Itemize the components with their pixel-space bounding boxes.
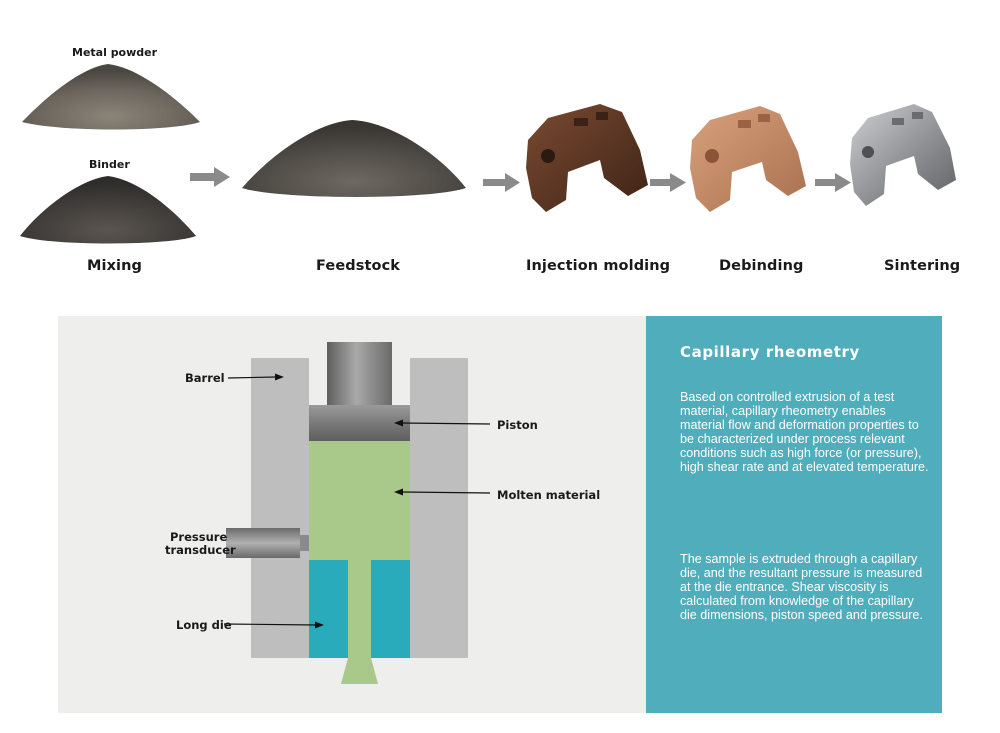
stage-label-feedstock: Feedstock xyxy=(316,258,401,274)
stage-label-debinding: Debinding xyxy=(719,258,804,274)
sintered-part-steel xyxy=(850,104,956,206)
stage-label-mixing: Mixing xyxy=(87,258,143,274)
extrudate xyxy=(341,658,378,684)
piston-head xyxy=(309,405,410,441)
stage-label-sintering: Sintering xyxy=(884,258,961,274)
molten-material xyxy=(309,441,410,560)
debinded-part-tan xyxy=(690,106,806,212)
binder-pile xyxy=(20,176,196,244)
info-panel: Capillary rheometry Based on controlled … xyxy=(646,316,942,713)
arrow-icon xyxy=(483,173,520,192)
metal-powder-label: Metal powder xyxy=(72,46,158,59)
barrel-label: Barrel xyxy=(185,371,225,385)
metal-powder-pile xyxy=(22,64,200,130)
molten-material-pointer xyxy=(394,488,491,496)
info-paragraph-1: Based on controlled extrusion of a test … xyxy=(680,390,929,475)
rheometer-diagram xyxy=(223,342,491,684)
arrow-icon xyxy=(650,173,686,192)
process-graphics xyxy=(20,64,956,244)
feedstock-pile xyxy=(242,120,466,197)
piston-rod xyxy=(327,348,392,405)
barrel-left-wall xyxy=(251,358,309,658)
pressure-transducer-label-line1: Pressure xyxy=(170,530,228,544)
pressure-transducer-label-line2: transducer xyxy=(165,543,236,557)
info-paragraph-2: The sample is extruded through a capilla… xyxy=(680,552,923,623)
capillary-channel xyxy=(348,558,371,658)
long-die-label: Long die xyxy=(176,618,232,632)
binder-label: Binder xyxy=(89,158,130,171)
piston-pointer xyxy=(394,419,491,427)
long-die-pointer xyxy=(223,621,324,629)
molded-part-brown xyxy=(526,104,648,212)
stage-label-injection-molding: Injection molding xyxy=(526,258,671,274)
arrow-icon xyxy=(190,167,230,187)
arrow-icon xyxy=(815,173,851,192)
barrel-right-wall xyxy=(410,358,468,658)
info-title: Capillary rheometry xyxy=(680,343,860,361)
piston-label: Piston xyxy=(497,418,538,432)
pressure-transducer xyxy=(226,528,300,558)
molten-material-label: Molten material xyxy=(497,488,601,502)
barrel-pointer xyxy=(227,373,284,381)
